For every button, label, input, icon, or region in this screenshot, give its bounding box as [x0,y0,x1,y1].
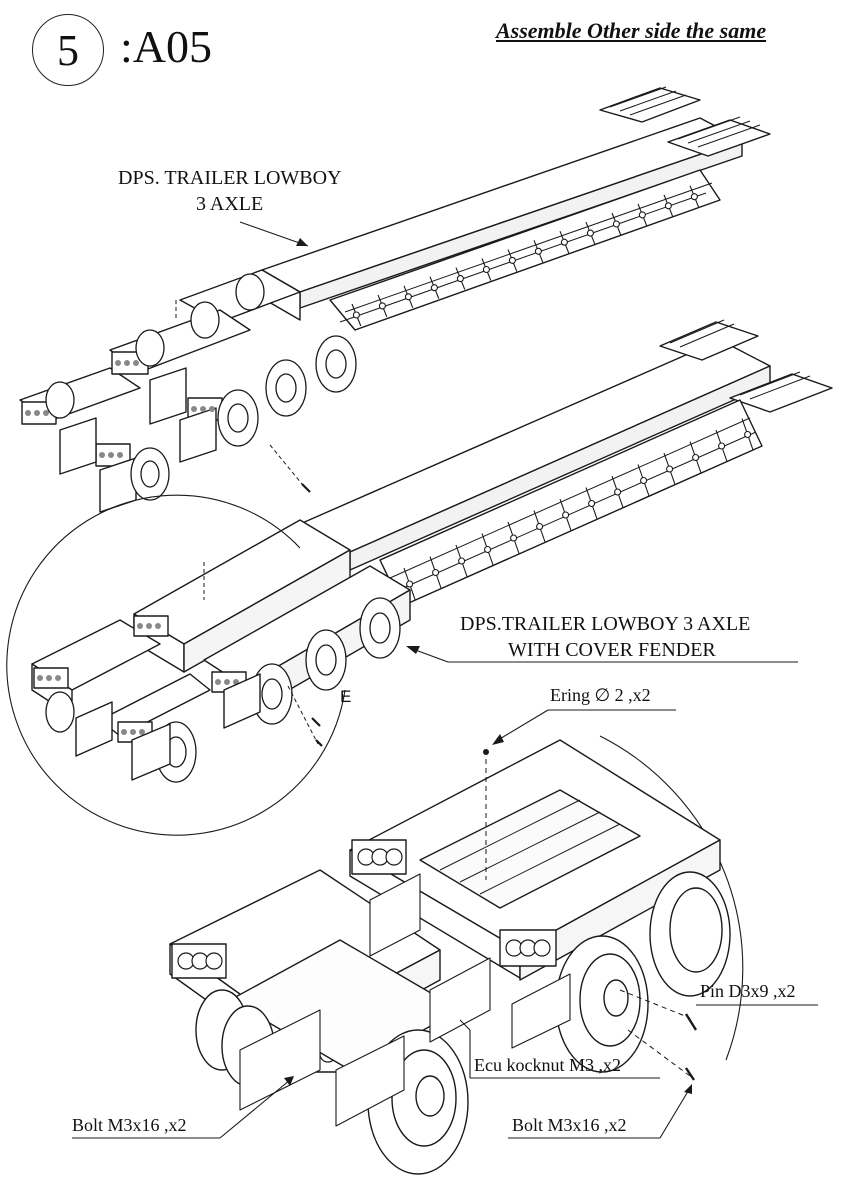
deck-bolt-hole [614,488,622,496]
deck-bolt-hole [406,580,414,588]
trailer-fender-drawing [31,319,833,783]
detail-view-drawing [72,709,818,1175]
deck-bolt-hole [432,568,440,577]
deck-bolt-hole [458,557,466,565]
detail-circle [6,494,346,836]
step-code: :A05 [120,21,212,72]
deck-bolt-hole [482,265,490,274]
pin-part-label: Pin D3x9 ,x2 [700,981,796,1001]
trailer-fender-label-line2: WITH COVER FENDER [508,639,716,661]
deck-bolt-hole [666,465,674,473]
ering-part-label: Ering ∅ 2 ,x2 [550,685,651,705]
deck-bolt-hole [744,430,752,439]
detail-marker: E [340,687,352,706]
trailer-fender-label-line1: DPS.TRAILER LOWBOY 3 AXLE [460,613,751,635]
deck-bolt-hole [508,256,516,264]
trailer-plain-drawing [19,86,771,513]
deck-bolt-hole [612,220,620,228]
trailer-plain-label-line2: 3 AXLE [196,193,264,215]
deck-bolt-hole [562,511,570,519]
deck-bolt-hole [534,247,542,255]
assembly-instruction: Assemble Other side the same [496,18,767,43]
deck-bolt-hole [484,545,492,554]
deck-bolt-hole [536,522,544,531]
deck-bolt-hole [692,453,700,462]
bolt-left-part-label: Bolt M3x16 ,x2 [72,1115,187,1135]
trailer-plain-label-line1: DPS. TRAILER LOWBOY [118,167,342,189]
step-number: 5 [57,25,79,75]
deck-bolt-hole [404,293,412,301]
deck-bolt-hole [588,499,596,508]
deck-bolt-hole [430,284,438,292]
deck-bolt-hole [586,229,594,237]
deck-bolt-hole [560,238,568,246]
deck-bolt-hole [690,193,698,201]
deck-bolt-hole [638,211,646,219]
deck-bolt-hole [640,476,648,485]
bolt-right-part-label: Bolt M3x16 ,x2 [512,1115,627,1135]
step-number-circle: 5 [32,14,104,86]
deck-bolt-hole [510,534,518,542]
deck-bolt-hole [352,311,360,319]
deck-bolt-hole [664,202,672,210]
deck-bolt-hole [718,442,726,450]
deck-bolt-hole [378,302,386,310]
deck-bolt-hole [456,275,464,283]
locknut-part-label: Ecu kocknut M3 ,x2 [474,1055,621,1075]
